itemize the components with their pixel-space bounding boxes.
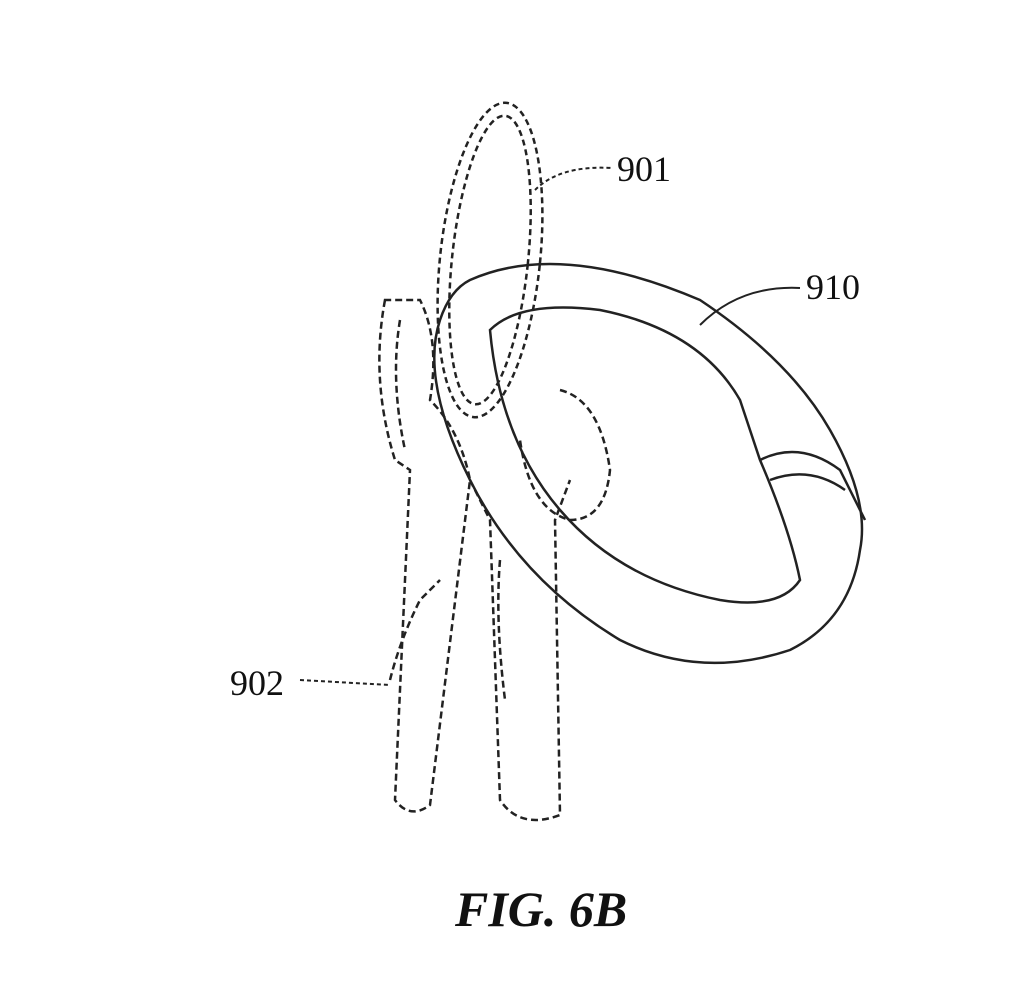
leader-lines [299,166,801,686]
dashed-keys-902 [378,298,612,822]
label-910: 910 [806,267,860,307]
label-901: 901 [617,149,671,189]
label-902: 902 [230,663,284,703]
dashed-ring-901 [436,101,544,419]
figure-caption: FIG. 6B [455,881,628,937]
carabiner-910 [433,262,867,665]
